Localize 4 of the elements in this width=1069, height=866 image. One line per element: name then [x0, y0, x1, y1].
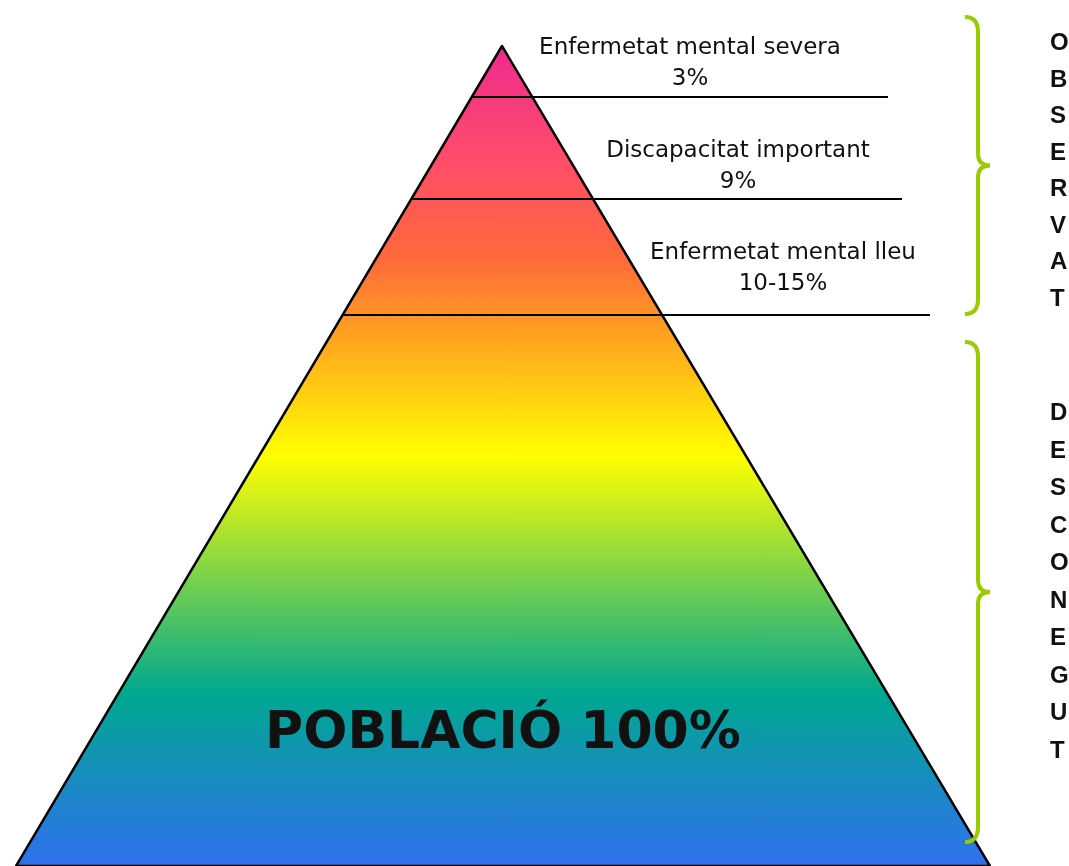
layer-label: Enfermetat mental severa 3% [538, 32, 842, 92]
pyramid-label: POBLACIÓ 100% [264, 700, 742, 760]
layer-label: Enfermetat mental lleu 10-15% [649, 237, 917, 297]
layer-label: Discapacitat important 9% [605, 135, 871, 195]
